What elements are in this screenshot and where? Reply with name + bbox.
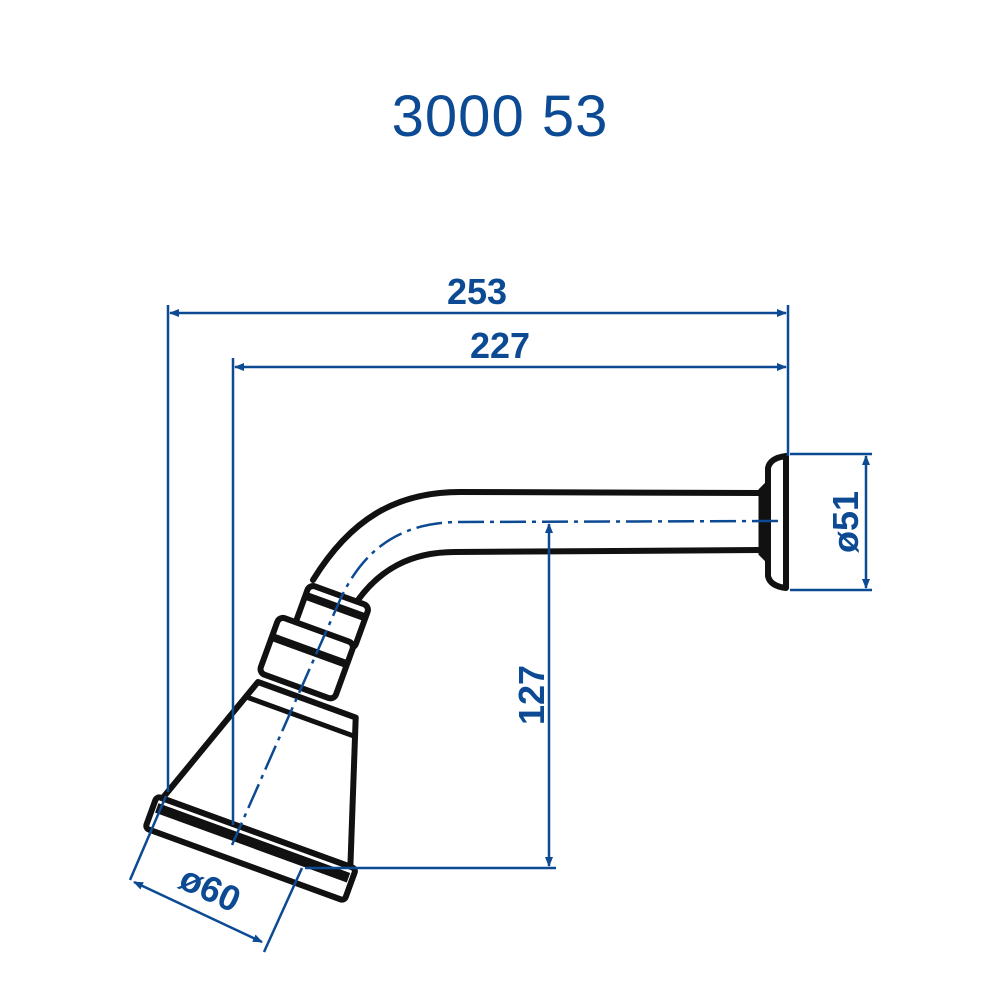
arm-upper-edge <box>310 489 763 583</box>
dim-label-51: ø51 <box>825 491 866 553</box>
arm-lower-edge <box>355 547 763 603</box>
extension-line-head-left <box>128 795 168 881</box>
product-code-title: 3000 53 <box>391 84 609 149</box>
dim-label-253: 253 <box>447 271 507 312</box>
extension-line-head-right <box>262 867 304 953</box>
centerline <box>230 519 779 846</box>
dim-label-60: ø60 <box>174 857 248 920</box>
shower-head <box>143 679 359 903</box>
dimension-lines <box>128 305 872 953</box>
shower-arm-outline <box>310 489 763 603</box>
dim-label-227: 227 <box>470 325 530 366</box>
dim-label-127: 127 <box>511 665 552 725</box>
dim-line-60 <box>133 880 263 944</box>
connector-nut <box>257 614 356 702</box>
